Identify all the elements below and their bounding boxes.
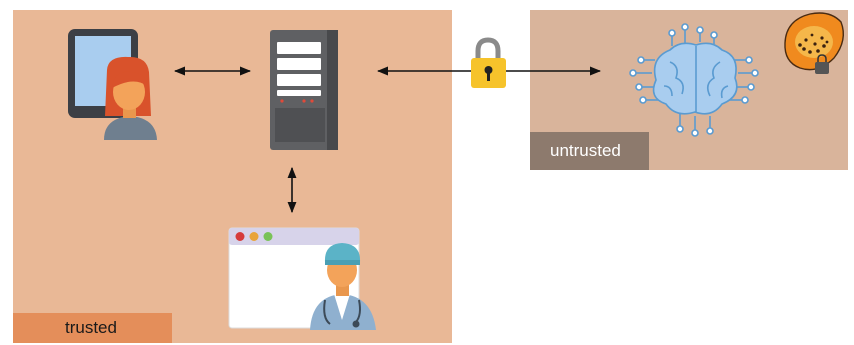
circuit-brain-icon bbox=[629, 23, 759, 137]
browser-window-with-doctor-icon bbox=[228, 227, 376, 330]
trusted-zone-label: trusted bbox=[13, 313, 172, 343]
tablet-with-patient-icon bbox=[68, 29, 157, 140]
untrusted-zone-label: untrusted bbox=[530, 132, 649, 170]
server-icon bbox=[270, 30, 338, 150]
papaya-logo-icon bbox=[784, 12, 844, 74]
padlock-icon bbox=[471, 37, 506, 88]
